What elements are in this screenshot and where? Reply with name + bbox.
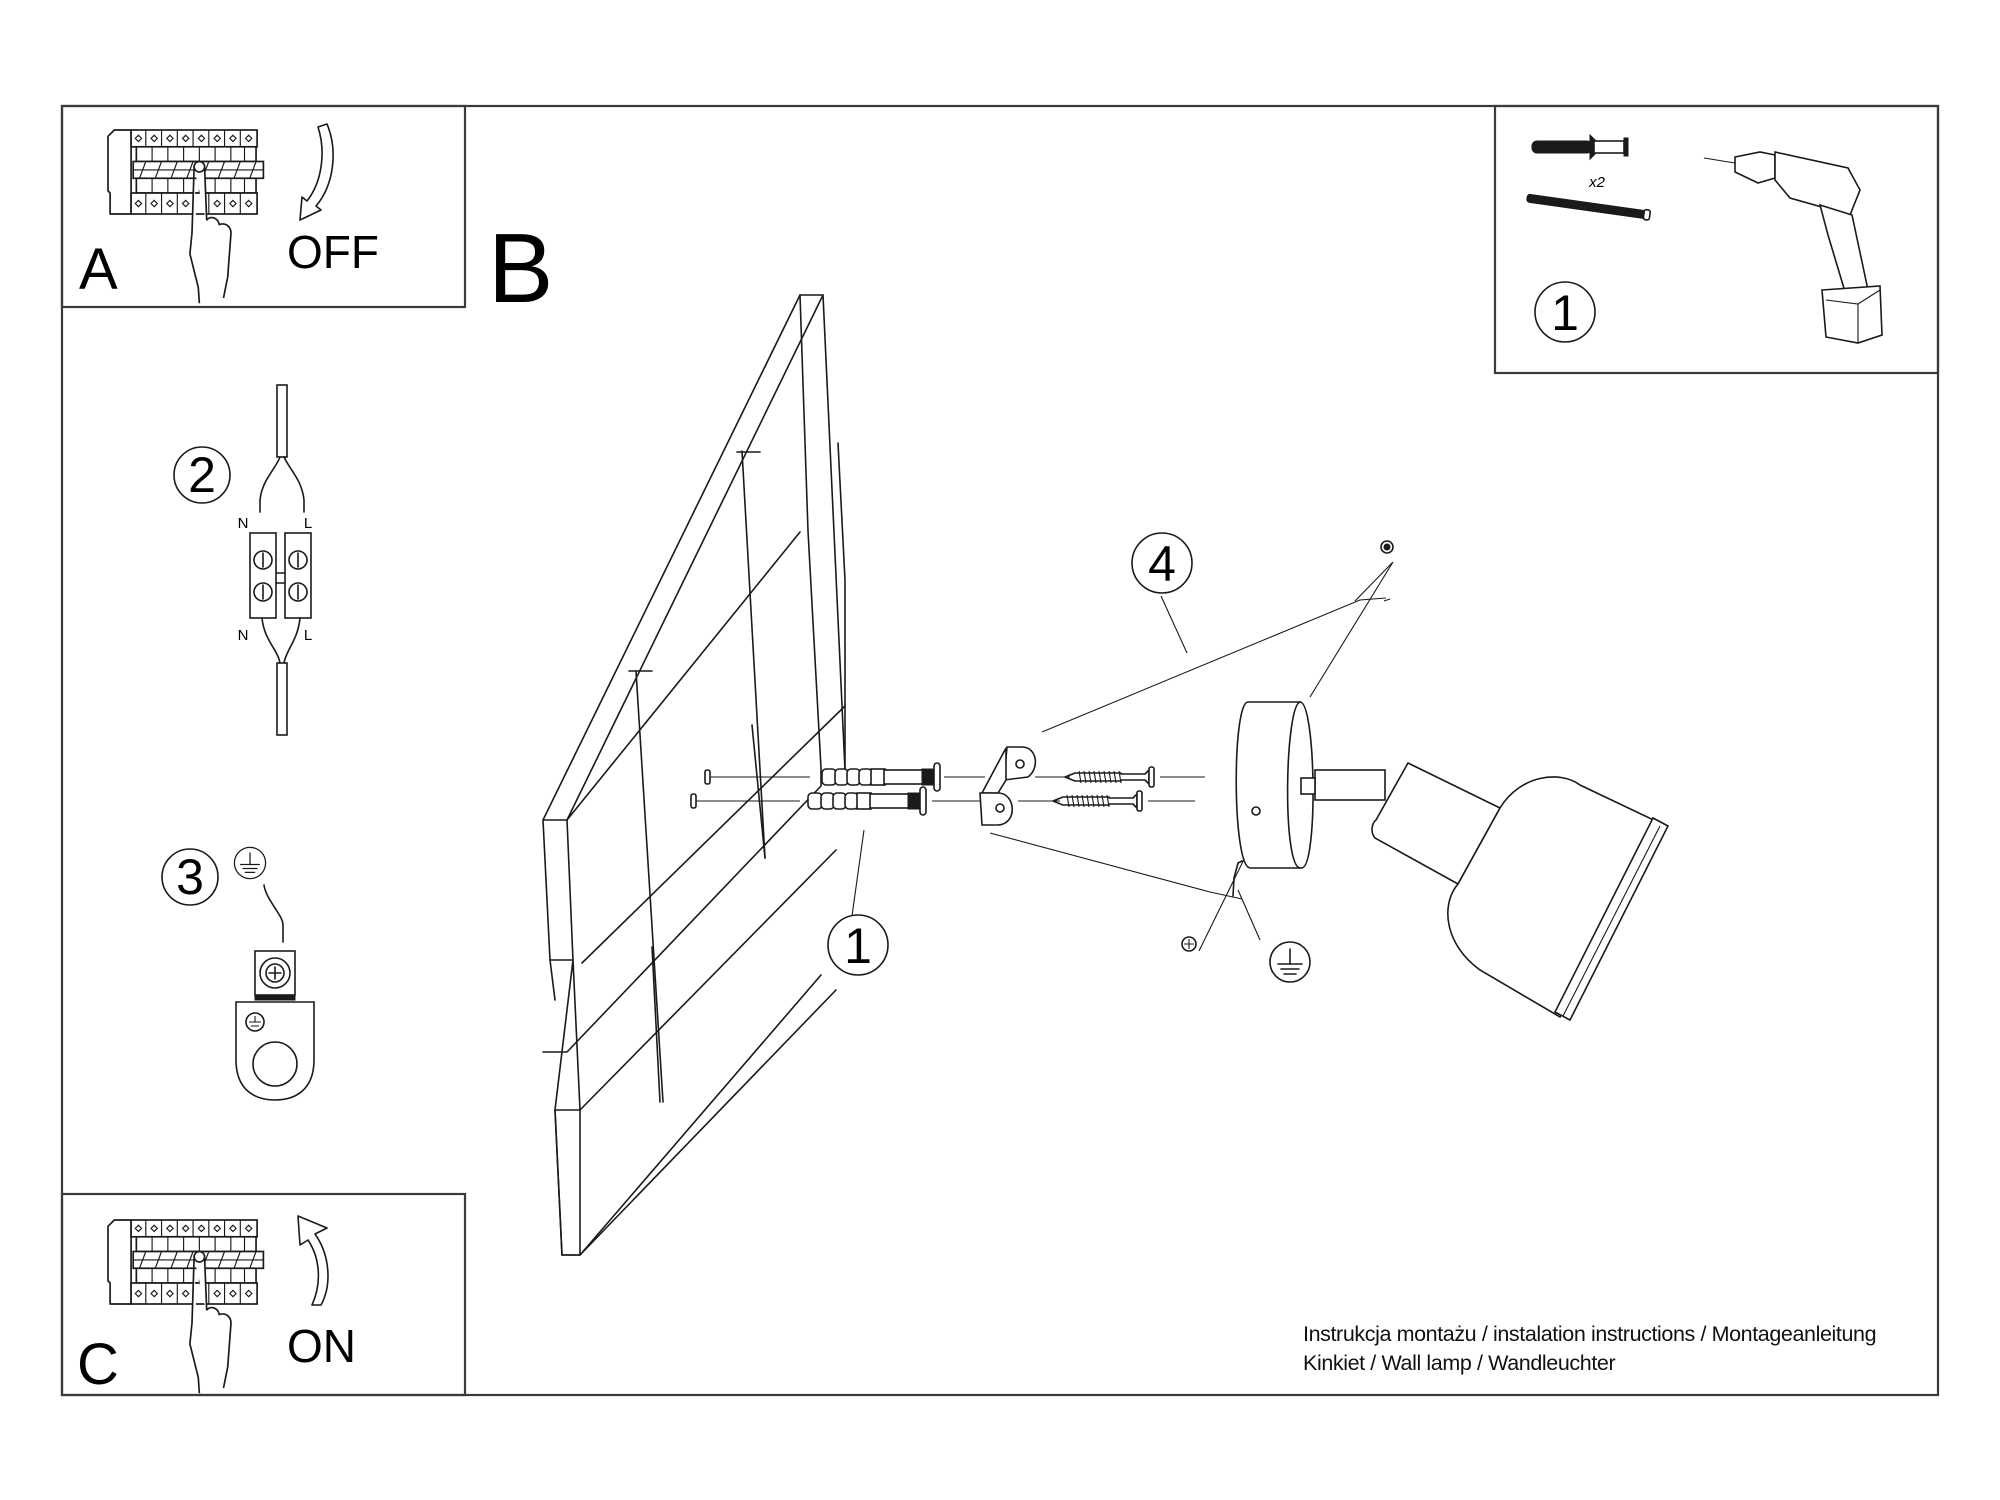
circuit-breaker-on-icon xyxy=(107,1219,265,1395)
cable-bottom xyxy=(276,662,288,736)
ground-terminal-icon xyxy=(235,950,315,1101)
wall-illustration xyxy=(542,294,846,1256)
panel-a-action: OFF xyxy=(287,226,379,278)
tools-panel-border xyxy=(1493,104,1940,375)
terminal-block-icon xyxy=(249,532,312,619)
screw-head-bottom-icon xyxy=(1181,936,1197,952)
screw-upper xyxy=(1064,766,1155,788)
terminal-label-n-top: N xyxy=(238,515,249,532)
mounting-hardware xyxy=(690,746,1205,826)
ground-symbol-icon xyxy=(1269,941,1311,983)
ground-wire xyxy=(263,884,284,943)
circuit-breaker-off-icon xyxy=(107,129,265,305)
footer-title: Instrukcja montażu / instalation instruc… xyxy=(1303,1322,1877,1346)
cable-top xyxy=(276,384,288,458)
panel-c-border xyxy=(60,1192,467,1397)
arrow-up-icon xyxy=(297,1215,329,1306)
outer-frame xyxy=(60,104,1940,1397)
step-1-tools-badge: 1 xyxy=(1534,281,1596,343)
step-3-number: 3 xyxy=(176,849,204,905)
footer: Instrukcja montażu / instalation instruc… xyxy=(1303,1320,1877,1378)
wall-plug-lower xyxy=(807,786,927,816)
step-4-callout: 4 xyxy=(989,532,1394,952)
panel-c-action: ON xyxy=(287,1320,356,1372)
quantity-label: x2 xyxy=(1588,174,1606,191)
step-2-badge: 2 xyxy=(173,446,231,504)
terminal-label-l-top: L xyxy=(304,515,312,532)
panel-b-letter: B xyxy=(488,213,553,323)
step-4-number: 4 xyxy=(1148,536,1176,592)
screw-icon xyxy=(1526,193,1652,221)
ground-symbol-icon xyxy=(233,846,267,880)
panel-c-letter: C xyxy=(77,1332,119,1397)
arrow-down-icon xyxy=(299,123,334,221)
wall-plug-icon xyxy=(1531,133,1629,161)
panel-a-letter: A xyxy=(79,237,118,302)
step-3-ground: 3 xyxy=(161,846,315,1101)
terminal-label-l-bottom: L xyxy=(304,627,312,644)
step-2-wiring: 2 N L N L xyxy=(173,384,312,736)
step-1-callout: 1 xyxy=(827,829,889,976)
panel-c: ON C xyxy=(60,1192,467,1397)
panel-a: OFF A xyxy=(60,104,467,309)
step-3-badge: 3 xyxy=(161,848,219,906)
step-1-tools-number: 1 xyxy=(1551,285,1579,341)
ground-lead xyxy=(1232,860,1243,897)
screw-head-top-icon xyxy=(1380,540,1394,554)
step-1-callout-number: 1 xyxy=(844,918,872,974)
step-2-number: 2 xyxy=(188,447,216,503)
terminal-label-n-bottom: N xyxy=(238,627,249,644)
mounting-bracket-icon xyxy=(979,746,1037,826)
screw-lower xyxy=(1052,790,1143,812)
footer-subtitle: Kinkiet / Wall lamp / Wandleuchter xyxy=(1303,1351,1616,1375)
tools-panel: x2 1 xyxy=(1493,104,1940,375)
panel-a-border xyxy=(60,104,467,309)
drill-icon xyxy=(1703,151,1883,344)
wall-lamp-illustration xyxy=(1232,701,1670,1022)
